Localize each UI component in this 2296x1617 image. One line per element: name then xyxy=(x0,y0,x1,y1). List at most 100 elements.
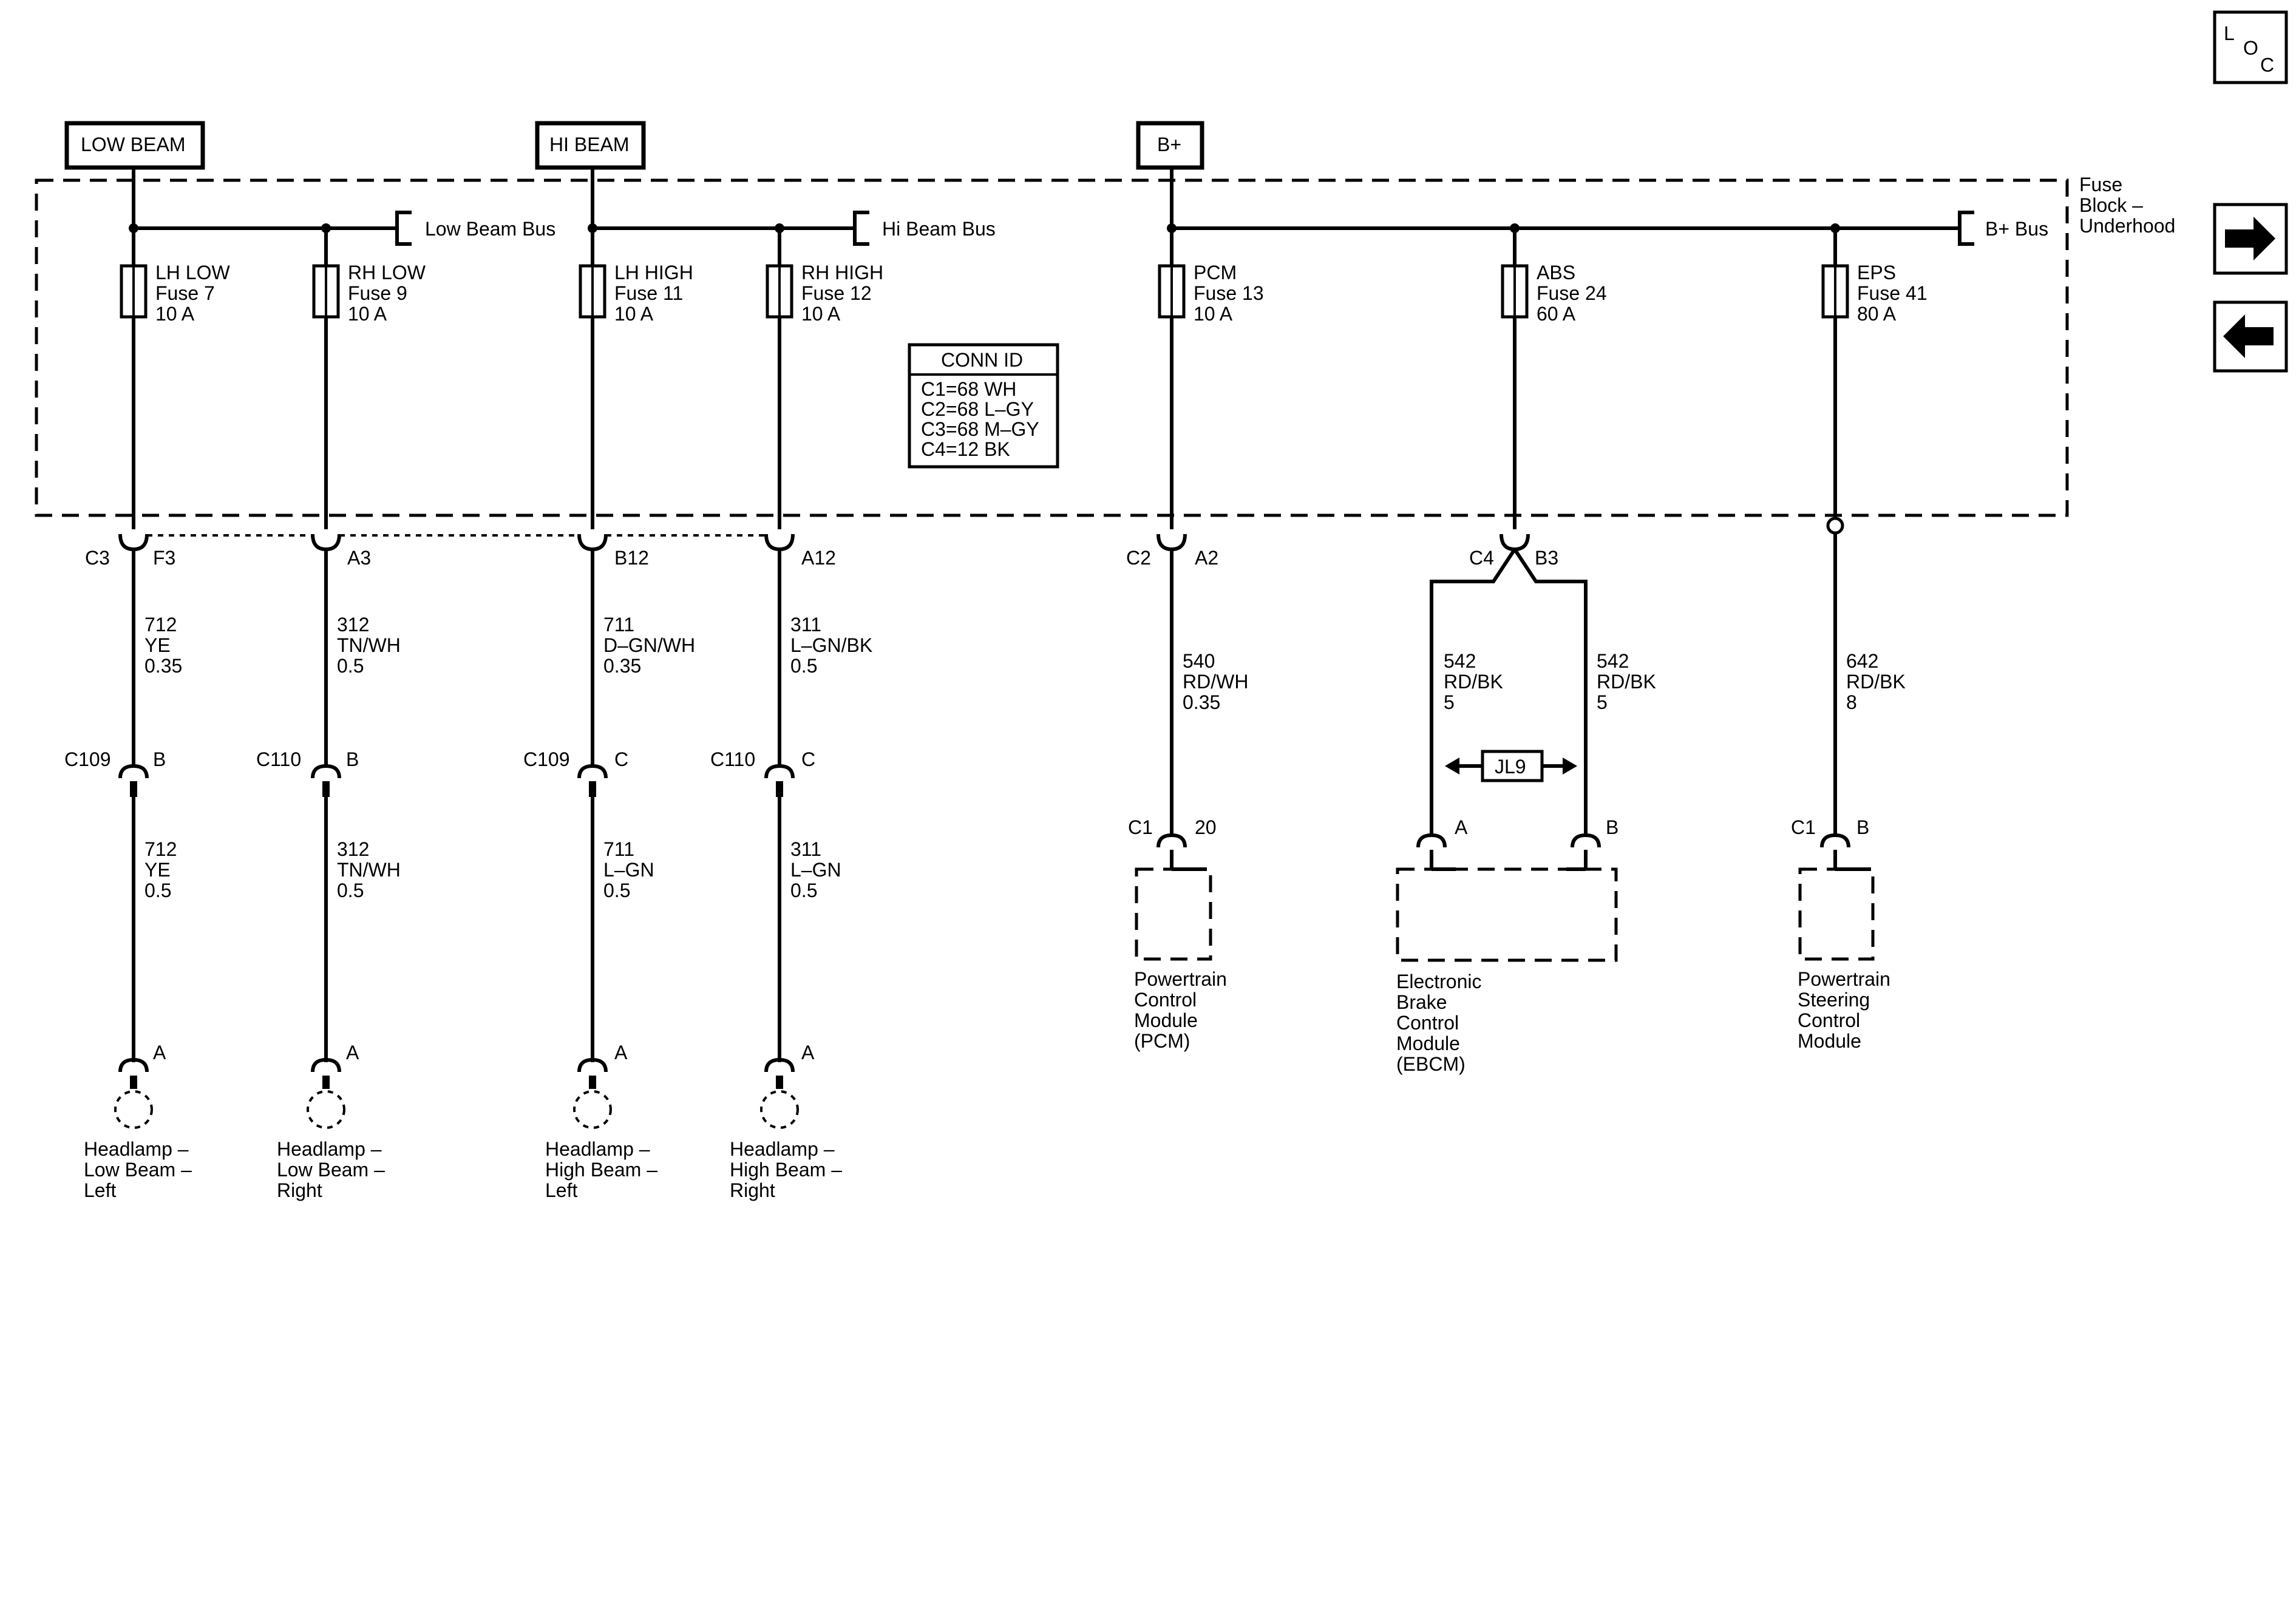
svg-text:Headlamp –: Headlamp – xyxy=(84,1138,189,1160)
wire-label-642: 642 RD/BK 8 xyxy=(1846,650,1906,713)
svg-text:0.5: 0.5 xyxy=(144,880,171,901)
conn-id-title: CONN ID xyxy=(941,349,1023,371)
fuse-rating: 10 A xyxy=(155,303,195,325)
loc-letter-l: L xyxy=(2224,22,2235,44)
fuse-rating: 10 A xyxy=(348,303,387,325)
fuse-block-outline xyxy=(35,178,2069,517)
location-icon[interactable]: L O C xyxy=(2213,10,2288,84)
fuse-name: LH LOW xyxy=(155,262,230,283)
low-beam-source-label: LOW BEAM xyxy=(64,121,205,170)
fuse-block-label-line2: Block – xyxy=(2079,194,2143,216)
svg-text:Low Beam –: Low Beam – xyxy=(84,1159,192,1181)
fuse-eps: EPS Fuse 41 80 A xyxy=(1821,262,1927,325)
fuse-number: Fuse 12 xyxy=(801,282,872,304)
svg-text:Brake: Brake xyxy=(1396,991,1447,1013)
low-beam-bus-terminal xyxy=(395,211,412,246)
svg-text:Low Beam –: Low Beam – xyxy=(277,1159,385,1181)
conn-id-row: C4=12 BK xyxy=(921,438,1010,460)
svg-text:711: 711 xyxy=(603,614,634,636)
fuse-number: Fuse 11 xyxy=(614,282,683,304)
fuse-rh-low: RH LOW Fuse 9 10 A xyxy=(312,262,426,325)
svg-text:D–GN/WH: D–GN/WH xyxy=(603,634,695,656)
connector-c109-label: C109 xyxy=(64,748,111,770)
fuse-name: ABS xyxy=(1537,262,1575,283)
svg-text:0.5: 0.5 xyxy=(603,880,630,901)
fuse-number: Fuse 7 xyxy=(155,282,215,304)
b-plus-bus-terminal xyxy=(1958,211,1974,246)
svg-text:5: 5 xyxy=(1444,691,1455,713)
svg-text:312: 312 xyxy=(337,614,369,636)
svg-text:B: B xyxy=(1606,816,1618,838)
svg-text:L–GN: L–GN xyxy=(790,859,841,881)
connector-c110-label: C110 xyxy=(710,748,755,770)
loc-letter-o: O xyxy=(2243,37,2258,59)
wire-label-311-lower: 311 L–GN 0.5 xyxy=(790,838,841,901)
fuse-rating: 10 A xyxy=(1194,303,1233,325)
pin-label: B xyxy=(153,748,166,770)
conn-id-row: C3=68 M–GY xyxy=(921,418,1039,440)
conn-id-row: C2=68 L–GY xyxy=(921,398,1034,420)
wire-label-542-a: 542 RD/BK 5 xyxy=(1444,650,1503,713)
low-beam-source-text: LOW BEAM xyxy=(81,134,185,155)
svg-text:Headlamp –: Headlamp – xyxy=(545,1138,650,1160)
next-page-button[interactable] xyxy=(2213,203,2288,275)
pin-f3-label: F3 xyxy=(153,547,175,569)
wire-label-712-lower: 712 YE 0.5 xyxy=(144,838,177,901)
headlamp-low-right: A Headlamp – Low Beam – Right xyxy=(277,1042,385,1201)
wire-label-711-upper: 711 D–GN/WH 0.35 xyxy=(603,614,695,677)
pin-label: B xyxy=(346,748,359,770)
svg-text:L–GN/BK: L–GN/BK xyxy=(790,634,872,656)
power-steering-module: C1 B Powertrain Steering Control Module xyxy=(1791,816,1890,1052)
fuse-rh-high: RH HIGH Fuse 12 10 A xyxy=(766,262,883,325)
ebcm-module: A B Electronic Brake Control Module (EBC… xyxy=(1396,816,1618,1075)
headlamp-low-left: A Headlamp – Low Beam – Left xyxy=(84,1042,192,1201)
svg-text:Left: Left xyxy=(84,1179,116,1201)
svg-text:0.5: 0.5 xyxy=(790,880,817,901)
svg-text:Module: Module xyxy=(1798,1030,1861,1052)
hi-beam-source-label: HI BEAM xyxy=(535,121,646,170)
svg-text:High Beam –: High Beam – xyxy=(545,1159,657,1181)
pin-b3-label: B3 xyxy=(1535,547,1558,569)
arrow-left-icon xyxy=(2223,314,2274,358)
svg-text:Powertrain: Powertrain xyxy=(1798,968,1890,990)
svg-text:311: 311 xyxy=(790,614,821,636)
svg-text:0.5: 0.5 xyxy=(337,655,364,677)
svg-text:0.5: 0.5 xyxy=(790,655,817,677)
fuse-lh-low: LH LOW Fuse 7 10 A xyxy=(120,262,230,325)
svg-text:Module: Module xyxy=(1134,1009,1198,1031)
previous-page-button[interactable] xyxy=(2213,300,2288,373)
pcm-module: C1 20 Powertrain Control Module (PCM) xyxy=(1128,816,1227,1052)
connector-c4-label: C4 xyxy=(1469,547,1494,569)
hi-beam-bus-label: Hi Beam Bus xyxy=(882,218,996,240)
svg-text:642: 642 xyxy=(1846,650,1878,672)
svg-text:TN/WH: TN/WH xyxy=(337,859,401,881)
svg-text:Control: Control xyxy=(1396,1012,1459,1034)
svg-text:High Beam –: High Beam – xyxy=(730,1159,842,1181)
eyelet-terminal xyxy=(1826,517,1844,535)
b-plus-source-label: B+ xyxy=(1136,121,1204,170)
fuse-number: Fuse 41 xyxy=(1857,282,1927,304)
svg-text:A: A xyxy=(801,1042,815,1063)
svg-text:8: 8 xyxy=(1846,691,1857,713)
svg-text:Module: Module xyxy=(1396,1032,1460,1054)
loc-letter-c: C xyxy=(2260,54,2274,76)
pin-a12-label: A12 xyxy=(801,547,836,569)
jl9-splice-pack: JL9 xyxy=(1445,750,1577,782)
fuse-number: Fuse 13 xyxy=(1194,282,1264,304)
svg-text:0.35: 0.35 xyxy=(603,655,641,677)
fuse-name: LH HIGH xyxy=(614,262,693,283)
svg-text:542: 542 xyxy=(1444,650,1476,672)
b-plus-bus-label: B+ Bus xyxy=(1985,218,2048,240)
wire-label-311-upper: 311 L–GN/BK 0.5 xyxy=(790,614,872,677)
fuse-number: Fuse 24 xyxy=(1537,282,1607,304)
svg-text:Powertrain: Powertrain xyxy=(1134,968,1227,990)
hi-beam-bus-terminal xyxy=(853,211,869,246)
pin-a3-label: A3 xyxy=(347,547,371,569)
svg-text:C1: C1 xyxy=(1791,816,1816,838)
svg-text:540: 540 xyxy=(1183,650,1215,672)
svg-text:RD/BK: RD/BK xyxy=(1444,671,1503,693)
connector-c2-label: C2 xyxy=(1126,547,1151,569)
svg-text:Control: Control xyxy=(1798,1009,1860,1031)
wire-542-b xyxy=(1513,548,1588,836)
svg-text:312: 312 xyxy=(337,838,369,860)
